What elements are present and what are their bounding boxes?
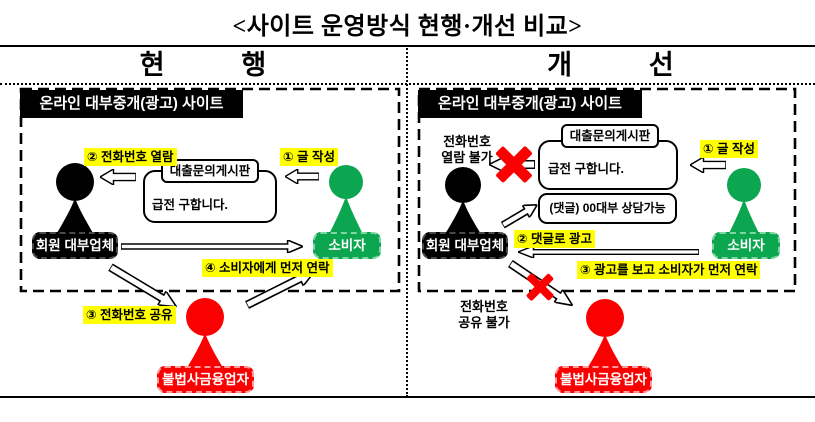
improved-step1-label: ① 글 작성 [700,140,759,158]
improved-step2-label: ② 댓글로 광고 [514,230,596,248]
current-step4-label: ④ 소비자에게 먼저 연락 [202,259,333,277]
arrow-write-post-icon [285,169,319,184]
no-phone-view-label: 전화번호 열람 불가 [441,134,493,166]
current-step2-label: ② 전화번호 열람 [84,148,177,166]
current-step3-label: ③ 전화번호 공유 [83,306,176,324]
arrow-share-phone-icon [106,260,180,313]
bottom-rule [0,396,815,398]
improved-step3-label: ③ 광고를 보고 소비자가 먼저 연락 [577,261,761,279]
improved-comment-box: (댓글) 00대부 상담가능 [538,193,677,224]
improved-site-banner: 온라인 대부중개(광고) 사이트 [418,90,642,118]
current-site-banner: 온라인 대부중개(광고) 사이트 [20,90,243,118]
improved-illegal-label: 불법사금융업자 [555,366,652,393]
arrow-contact-consumer-icon [121,240,303,253]
no-phone-share-label: 전화번호 공유 불가 [458,299,510,331]
diagram-title: <사이트 운영방식 현행·개선 비교> [232,14,583,40]
column-header-improved: 개 선 [547,50,674,80]
column-divider [406,45,408,397]
column-header-current: 현 행 [139,50,267,80]
arrow-write-post-icon [690,157,726,173]
current-board-tab: 대출문의게시판 [161,159,259,183]
improved-lender-label: 회원 대부업체 [422,232,508,259]
current-board-post: 급전 구합니다. [152,198,228,212]
arrow-view-phone-icon [100,169,136,185]
arrow-comment-ad-icon [499,199,541,231]
prohibited-x-icon [525,272,555,302]
current-panel-border [19,87,401,293]
current-consumer-label: 소비자 [313,232,381,259]
improved-consumer-label: 소비자 [712,232,780,259]
improved-panel-border [417,87,797,293]
current-illegal-label: 불법사금융업자 [157,366,254,393]
improved-board-post: 급전 구합니다. [548,162,624,176]
current-lender-label: 회원 대부업체 [32,232,118,259]
improved-board-tab: 대출문의게시판 [561,124,659,148]
prohibited-x-icon [495,145,533,183]
current-step1-label: ① 글 작성 [280,148,339,166]
